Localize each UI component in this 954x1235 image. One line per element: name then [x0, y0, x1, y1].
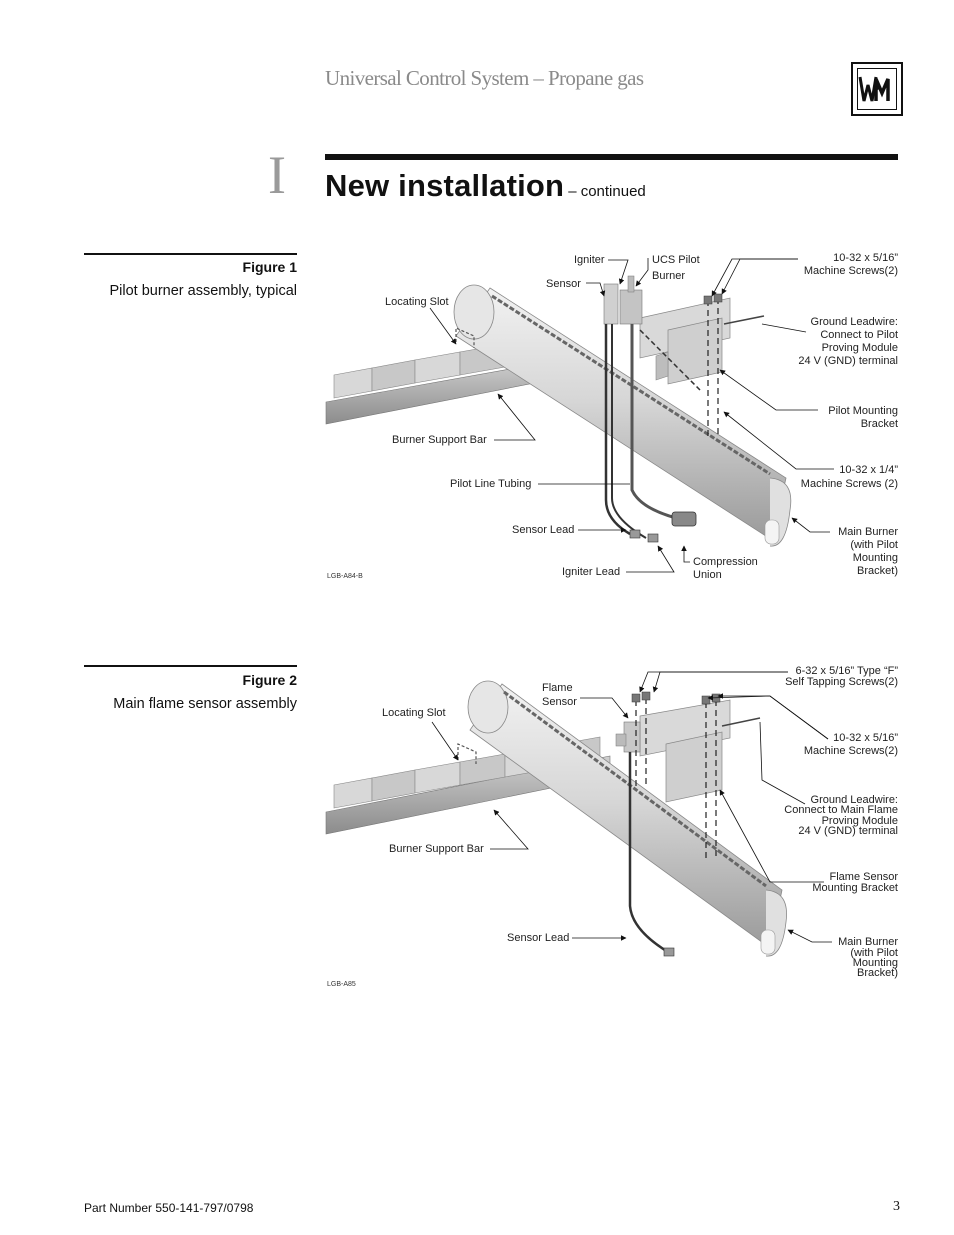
figure2-illustration [325, 680, 787, 957]
callout-main-burner-line3: Mounting [853, 552, 898, 564]
figure2-caption: Main flame sensor assembly [113, 696, 297, 712]
callout-ground-line1: Ground Leadwire: [811, 316, 898, 328]
callout-main-burner2-line2: (with Pilot [850, 947, 898, 959]
callout-igniter: Igniter [574, 254, 605, 266]
callout-sensor-lead-2: Sensor Lead [507, 932, 569, 944]
callout-screws-top-type: Machine Screws(2) [804, 265, 898, 277]
callout-flame-line1: Flame [542, 682, 573, 694]
figure2-main-burner [467, 680, 787, 957]
callout-bracket-line1: Pilot Mounting [828, 405, 898, 417]
callout-ucs-burner: Burner [652, 270, 685, 282]
callout-sensor: Sensor [546, 278, 581, 290]
callout-main-burner-line2: (with Pilot [850, 539, 898, 551]
figure1-screw-lines [707, 298, 719, 440]
figure2-callouts: Flame Sensor 6-32 x 5/16” Type “F” Self … [382, 665, 898, 979]
callout-support-bar: Burner Support Bar [392, 434, 487, 446]
footer-part-number: Part Number 550-141-797/0798 [84, 1201, 254, 1215]
callout-ground2-line3: Proving Module [822, 815, 898, 827]
figure1-caption: Pilot burner assembly, typical [109, 283, 297, 299]
callout-flame-line2: Sensor [542, 696, 577, 708]
section-rule [325, 154, 898, 160]
figure2-screws [631, 691, 721, 705]
callout-tapping-line2: Self Tapping Screws(2) [785, 676, 898, 688]
callout-ucs-pilot: UCS Pilot [652, 254, 700, 266]
logo-monogram [858, 76, 890, 102]
callout-main-burner2-line1: Main Burner [838, 936, 898, 948]
callout-tapping-line1: 6-32 x 5/16” Type “F” [795, 665, 898, 677]
callout-ground-line2: Connect to Pilot [820, 329, 898, 341]
callout-compression-line1: Compression [693, 556, 758, 568]
figure1-pilot-assembly [603, 275, 643, 325]
callout-screws-top-size: 10-32 x 5/16” [833, 252, 898, 264]
callout-main-burner2-line4: Bracket) [857, 967, 898, 979]
callout-screws-type-2: Machine Screws(2) [804, 745, 898, 757]
footer-page-number: 3 [893, 1199, 900, 1214]
section-continued: – continued [568, 183, 646, 200]
callout-support-bar-2: Burner Support Bar [389, 843, 484, 855]
figure2-ground-wire [721, 717, 761, 727]
callout-compression-line2: Union [693, 569, 722, 581]
figure2-flame-sensor [615, 721, 641, 753]
figure2-code: LGB-A85 [327, 981, 356, 988]
figure1-ground-wire [723, 315, 765, 325]
figure1-pilot-bracket [639, 297, 731, 385]
callout-bracket2-line1: Flame Sensor [830, 871, 899, 883]
callout-main-burner-line1: Main Burner [838, 526, 898, 538]
callout-ground2-line4: 24 V (GND) terminal [798, 825, 898, 837]
callout-ground2-line2: Connect to Main Flame [784, 804, 898, 816]
figure1-rule [84, 253, 297, 255]
callout-screws-bot-size: 10-32 x 1/4” [839, 464, 898, 476]
weil-mclain-logo-icon [851, 62, 903, 116]
callout-bracket2-line2: Mounting Bracket [812, 882, 898, 894]
figure1-igniter-lead-tip [647, 533, 659, 543]
callout-main-burner2-line3: Mounting [853, 957, 898, 969]
callout-bracket-line2: Bracket [861, 418, 898, 430]
callout-ground-line4: 24 V (GND) terminal [798, 355, 898, 367]
callout-sensor-lead: Sensor Lead [512, 524, 574, 536]
callout-locating-slot: Locating Slot [385, 296, 449, 308]
figure1-sensor-lead-tip [629, 529, 641, 539]
figure2-sensor-lead-tip [663, 947, 675, 957]
callout-ground-line3: Proving Module [822, 342, 898, 354]
callout-ground2-line1: Ground Leadwire: [811, 794, 898, 806]
figure2-label: Figure 2 [242, 672, 297, 688]
document-header-title: Universal Control System – Propane gas [325, 66, 644, 90]
callout-main-burner-line4: Bracket) [857, 565, 898, 577]
section-title-text: New installation [325, 168, 565, 203]
figure2-sensor-bracket [639, 699, 731, 803]
figure1-label: Figure 1 [242, 259, 297, 275]
callout-tubing: Pilot Line Tubing [450, 478, 531, 490]
figure2-screw-lines [635, 698, 717, 860]
figure2-locating-slot-part [457, 743, 477, 764]
section-title: New installation– continued [325, 168, 646, 204]
figure1-code: LGB-A84-B [327, 573, 363, 580]
section-letter: I [268, 145, 286, 205]
figure1-compression-union-part [671, 511, 697, 527]
figure2-rule [84, 665, 297, 667]
figure1-leader-lines [429, 258, 834, 573]
figure2-leader-lines [431, 671, 832, 943]
callout-screws-bot-type: Machine Screws (2) [801, 478, 898, 490]
callout-screws-size-2: 10-32 x 5/16” [833, 732, 898, 744]
figure1-illustration [325, 275, 792, 547]
callout-locating-slot-2: Locating Slot [382, 707, 446, 719]
figure1-callouts: Igniter UCS Pilot Burner Sensor Locating… [385, 252, 898, 581]
figure1-screws [703, 293, 723, 305]
callout-igniter-lead: Igniter Lead [562, 566, 620, 578]
figure1-locating-slot-part [455, 327, 475, 348]
figure2-sensor-lead-wire [628, 752, 669, 954]
